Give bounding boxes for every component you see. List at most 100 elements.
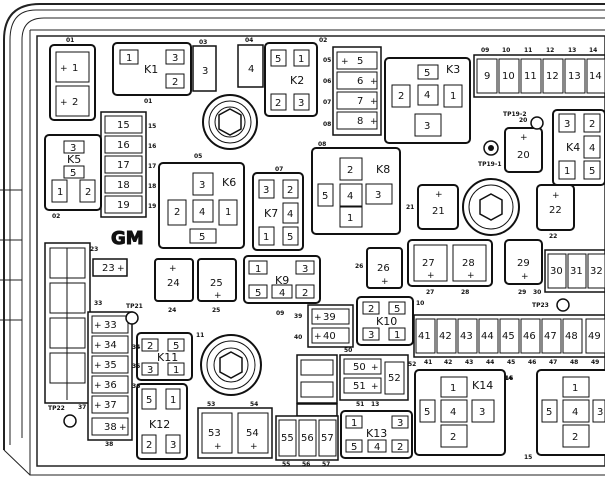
test-point-tp23[interactable]: TP23 <box>532 298 570 312</box>
pin-label: 3 <box>263 185 269 196</box>
position-tag: 19 <box>148 203 156 210</box>
pin-label: 5 <box>70 168 76 179</box>
pin-label: 1 <box>263 232 269 243</box>
position-tag: 29 <box>518 289 526 296</box>
relay-k9[interactable]: 1 3 K9 5 4 2 <box>243 255 321 304</box>
relay-partial-right[interactable]: 1 5 4 3 2 <box>536 369 605 456</box>
pin-label: 4 <box>589 143 595 154</box>
pin-label: 5 <box>424 407 430 418</box>
position-tag: 43 <box>465 359 473 366</box>
relay-k6[interactable]: 3 K6 2 4 1 5 <box>158 162 245 249</box>
fuse-4[interactable]: 4 <box>237 44 264 88</box>
position-tag: 18 <box>148 183 156 190</box>
fuse-label: 42 <box>439 331 452 342</box>
position-tag: 26 <box>355 263 363 270</box>
relay-label: K8 <box>376 163 390 176</box>
pin-label: 5 <box>275 54 281 65</box>
position-tag: 41 <box>424 359 432 366</box>
fuse-pair-27-28[interactable]: 27 + 28 + <box>407 239 493 287</box>
position-tag: 46 <box>528 359 536 366</box>
fuse-stack-33-38[interactable]: + 33 + 34 + 35 + 36 + 37 38 + <box>87 311 133 441</box>
fuse-29[interactable]: 29 + <box>504 239 543 285</box>
relay-k5[interactable]: 3 K5 5 1 2 <box>44 134 102 211</box>
fuse-row-41-49[interactable]: 41 42 43 44 45 46 47 48 49 <box>413 314 605 358</box>
fuse-label: 36 <box>104 380 117 391</box>
fuse-pair-53-54[interactable]: 53 + 54 + <box>197 407 273 459</box>
position-tag: 02 <box>52 213 60 220</box>
fuse-22[interactable]: + 22 <box>536 184 575 231</box>
relay-k14[interactable]: 1 K14 5 4 3 2 <box>414 369 506 456</box>
fuse-pair-1-2[interactable]: + 1 + 2 <box>49 44 96 121</box>
pin-label: 3 <box>70 143 76 154</box>
fuse-26[interactable]: 26 + <box>366 247 403 289</box>
fuse-pair-39-40[interactable]: + 39 + 40 <box>307 304 354 348</box>
fuse-21[interactable]: + 21 <box>417 184 459 230</box>
fuse-label: 43 <box>460 331 473 342</box>
fuse-row-30-32[interactable]: 30 31 32 <box>544 249 605 293</box>
pin-label: 5 <box>394 304 400 315</box>
relay-k2[interactable]: 5 1 2 3 K2 <box>264 42 318 117</box>
fuse-stack-15-19[interactable]: 15 16 17 18 19 <box>100 111 147 218</box>
position-tag: 10 <box>416 300 424 307</box>
pin-label: 3 <box>199 180 205 191</box>
fuse-label: 25 <box>210 278 223 289</box>
pin-label: 3 <box>397 418 403 429</box>
relay-label: K11 <box>157 351 178 364</box>
fuse-row-9-14[interactable]: 9 10 11 12 13 14 <box>473 54 605 98</box>
relay-k7[interactable]: 3 2 K7 4 1 5 <box>252 172 304 251</box>
fuse-24[interactable]: + 24 <box>154 258 194 302</box>
relay-k10[interactable]: 2 5 K10 3 1 <box>356 296 414 346</box>
position-tag: 10 <box>502 47 510 54</box>
fuse-stack-5-8[interactable]: + 5 6 + 7 + 8 + <box>332 46 382 136</box>
relay-label: K9 <box>275 274 289 287</box>
position-tag: 17 <box>148 163 156 170</box>
fuse-3[interactable]: 3 <box>192 45 217 92</box>
relay-k12[interactable]: 5 1 K12 2 3 <box>136 383 188 460</box>
fuse-25[interactable]: 25 + <box>197 258 237 302</box>
plus-sign: + <box>94 321 102 331</box>
relay-label: K1 <box>144 63 158 76</box>
relay-label: K5 <box>67 153 81 166</box>
fuse-label: 1 <box>72 63 78 74</box>
test-point-label: TP21 <box>126 303 143 310</box>
position-tag: 39 <box>294 313 302 320</box>
relay-k3[interactable]: 5 K3 2 4 1 3 <box>384 57 471 144</box>
relay-k8[interactable]: 2 K8 5 4 3 1 <box>311 147 401 235</box>
relay-k13[interactable]: 1 3 K13 5 4 2 <box>340 410 413 459</box>
position-tag: 14 <box>589 47 597 54</box>
test-point-tp22[interactable]: TP22 <box>48 405 77 428</box>
test-point-tp21[interactable]: TP21 <box>125 303 143 325</box>
position-tags: 01 01 02 02 03 04 05 05 06 07 07 08 08 0… <box>52 37 599 468</box>
position-tag: 34 <box>132 344 140 351</box>
relay-k11[interactable]: 2 5 K11 3 1 <box>136 332 193 381</box>
fuse-20[interactable]: + 20 <box>504 127 543 173</box>
fuse-label: 56 <box>301 433 314 444</box>
pin-label: 2 <box>397 442 403 453</box>
test-point-tp19-1[interactable]: TP19-1 <box>478 140 502 168</box>
pin-label: 1 <box>351 418 357 429</box>
relay-k1[interactable]: 1 3 2 K1 <box>112 42 192 96</box>
position-tag: 50 <box>344 347 352 354</box>
relay-k4[interactable]: 3 2 K4 4 1 5 <box>552 109 605 186</box>
fuse-23[interactable]: 23 + <box>92 258 128 277</box>
position-tag: 48 <box>570 359 578 366</box>
plus-sign: + <box>371 363 379 373</box>
fuse-label: 52 <box>388 373 401 384</box>
fuse-label: 2 <box>72 97 78 108</box>
test-point-tp19-2[interactable]: TP19-2 <box>503 111 544 130</box>
position-tag: 24 <box>168 307 176 314</box>
position-tag: 13 <box>568 47 576 54</box>
fuse-label: 16 <box>117 140 130 151</box>
fuse-label: 40 <box>323 331 336 342</box>
pin-label: 2 <box>398 91 404 102</box>
plus-sign: + <box>94 361 102 371</box>
position-tag: 37 <box>78 404 86 411</box>
fuse-label: 28 <box>462 258 475 269</box>
plus-sign: + <box>435 190 443 200</box>
fuse-row-55-57[interactable]: 55 56 57 <box>275 415 339 461</box>
pin-label: 2 <box>287 185 293 196</box>
plus-sign: + <box>60 98 68 108</box>
plus-sign: + <box>250 442 258 452</box>
position-tag: 06 <box>323 78 331 85</box>
fuse-block-50-52[interactable]: 50 + 51 + 52 <box>339 354 409 401</box>
